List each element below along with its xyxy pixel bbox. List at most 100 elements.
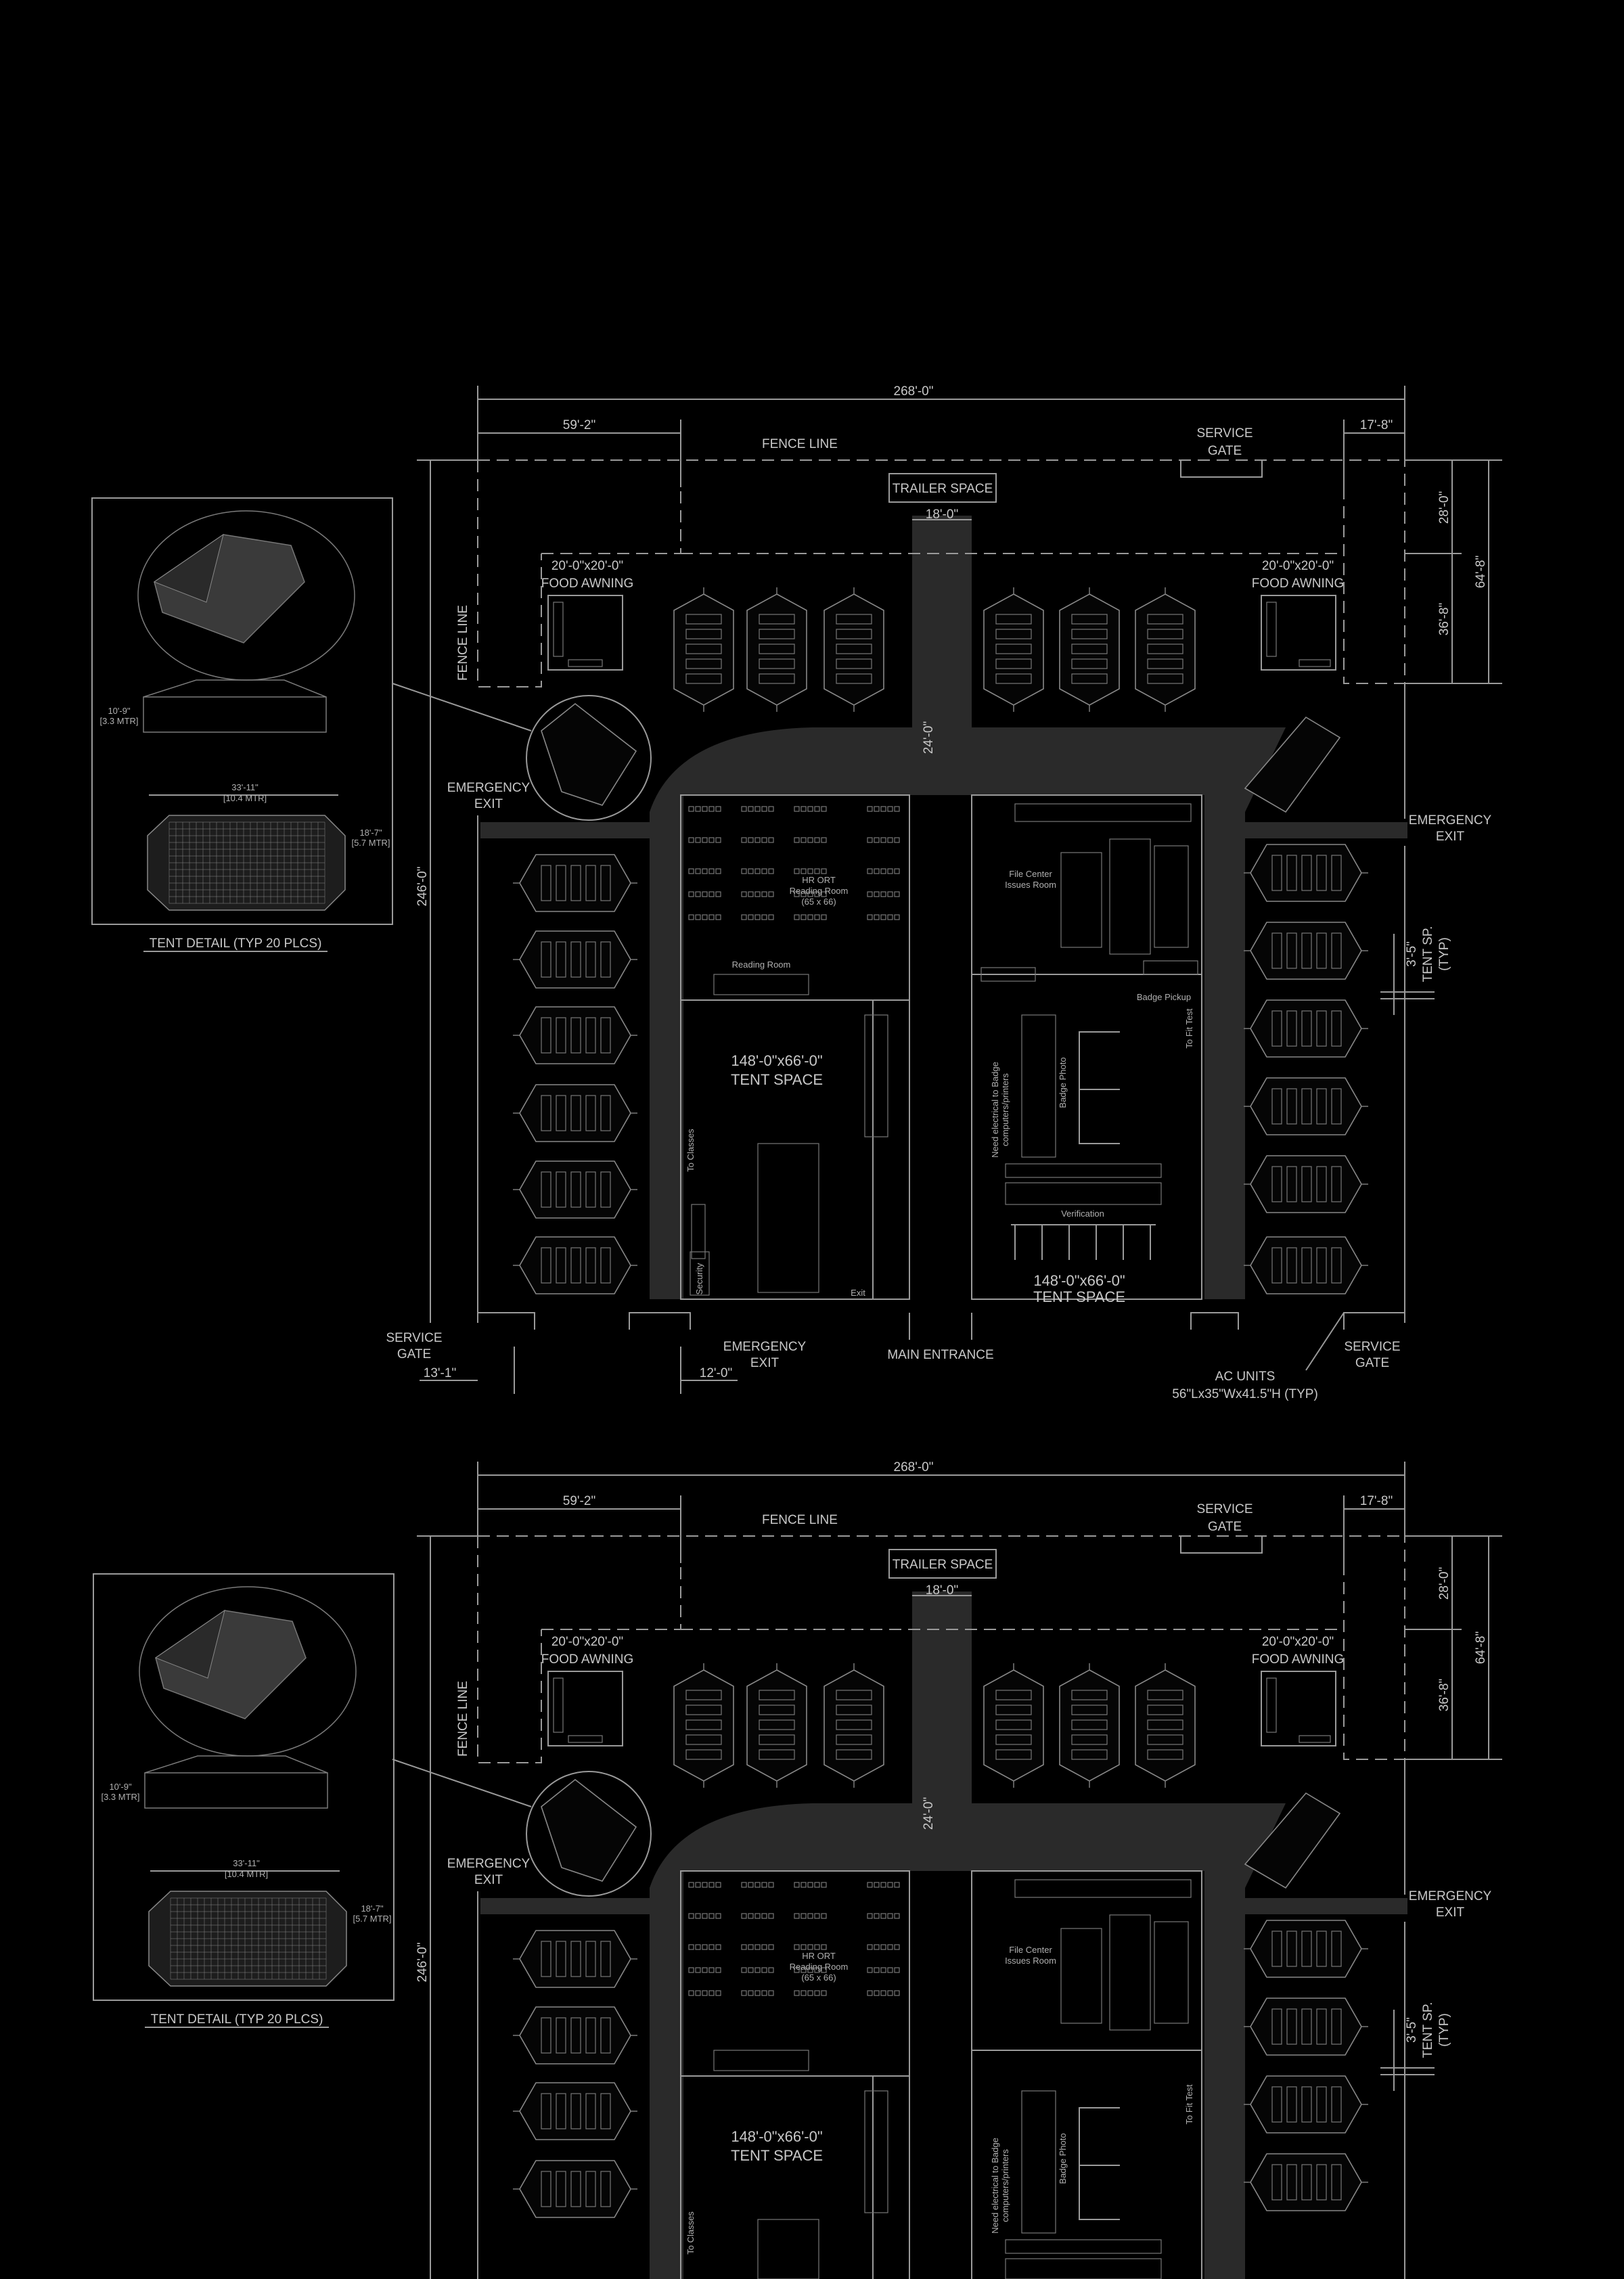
seat [748, 1944, 754, 1950]
tent-table [570, 2017, 581, 2054]
tent-table [1071, 1705, 1108, 1715]
seat [715, 837, 721, 843]
dimension-left: 246'-0" [415, 1535, 478, 2279]
seat [754, 1944, 761, 1950]
seat [702, 1944, 708, 1950]
tent-table [759, 644, 795, 654]
svg-text:EMERGENCY: EMERGENCY [723, 1340, 807, 1354]
seat [807, 868, 813, 874]
seat [761, 1967, 767, 1973]
tent-table [1271, 2008, 1282, 2045]
seat [715, 1944, 721, 1950]
tent [519, 1084, 631, 1142]
food-awning-left: 20'-0"x20'-0" FOOD AWNING [541, 559, 634, 671]
seat [708, 806, 715, 812]
tent-table [1071, 1690, 1108, 1700]
tent-table [585, 1017, 596, 1054]
tent-table [541, 2093, 551, 2129]
seat [867, 914, 873, 920]
tent-table [1301, 1247, 1312, 1284]
seat [880, 1967, 886, 1973]
dim-24: 24'-0" [922, 721, 936, 754]
seat [814, 1882, 820, 1888]
tent [673, 593, 734, 706]
seat [814, 1944, 820, 1950]
seat [814, 914, 820, 920]
tent-table [1301, 1166, 1312, 1202]
seat [741, 914, 747, 920]
trailer-space: TRAILER SPACE 18'-0" [888, 1549, 997, 1598]
seat [715, 868, 721, 874]
seat [748, 837, 754, 843]
seat [688, 1913, 694, 1919]
tent-table [759, 1734, 795, 1745]
seat [867, 806, 873, 812]
seat [887, 1944, 893, 1950]
seat [715, 1990, 721, 1996]
tent-table [995, 629, 1032, 639]
seat [821, 1944, 827, 1950]
tent-table [1301, 1010, 1312, 1047]
svg-text:148'-0"x66'-0": 148'-0"x66'-0" [1033, 1272, 1125, 1289]
tent-table [995, 1749, 1032, 1760]
seat [821, 837, 827, 843]
tent-table [1286, 1247, 1297, 1284]
fence-line: FENCE LINE FENCE LINE [456, 437, 1405, 687]
left-column-tents [513, 854, 637, 1294]
angled-tent-right [1244, 1792, 1341, 1889]
seat [702, 914, 708, 920]
bottom-fence: SERVICE GATE 13'-1" EMERGENCY EXIT 12'-0… [386, 1312, 1405, 1401]
fence-line-label: FENCE LINE [762, 437, 838, 451]
seat [800, 1967, 807, 1973]
seat [807, 891, 813, 897]
seat [761, 891, 767, 897]
seat [761, 806, 767, 812]
seat [807, 1990, 813, 1996]
seat [874, 914, 880, 920]
dim-left: 59'-2" [563, 418, 595, 432]
tent-table [1301, 2164, 1312, 2201]
svg-text:GATE: GATE [1208, 444, 1242, 458]
seat [867, 1882, 873, 1888]
seat [794, 1882, 800, 1888]
tent-table [1316, 2008, 1327, 2045]
svg-text:13'-1": 13'-1" [424, 1366, 456, 1380]
svg-text:SERVICE: SERVICE [1344, 1340, 1400, 1354]
seat [754, 1882, 761, 1888]
tent-table [836, 1749, 872, 1760]
seat [887, 1913, 893, 1919]
tent-table [685, 1719, 722, 1730]
fence-line: FENCE LINE FENCE LINE [456, 1513, 1405, 1763]
tent-table [1331, 932, 1342, 969]
tent-table [541, 1095, 551, 1131]
svg-text:64'-8": 64'-8" [1474, 1631, 1488, 1664]
svg-text:FOOD AWNING: FOOD AWNING [541, 577, 634, 591]
seat [754, 868, 761, 874]
seat [821, 868, 827, 874]
tent-table [836, 644, 872, 654]
seat [741, 891, 747, 897]
seat [708, 891, 715, 897]
svg-text:Reading Room: Reading Room [790, 1962, 849, 1972]
seat [800, 1944, 807, 1950]
tent-table [585, 1171, 596, 1208]
seat [874, 891, 880, 897]
gravel-area [480, 1592, 1407, 2279]
svg-text:10'-9": 10'-9" [109, 1782, 132, 1792]
svg-text:FENCE LINE: FENCE LINE [456, 1681, 470, 1757]
svg-text:20'-0"x20'-0": 20'-0"x20'-0" [1262, 559, 1334, 573]
tent-table [1301, 855, 1312, 891]
seat [715, 806, 721, 812]
tent-table [585, 2171, 596, 2207]
tent-space-left: HR ORT Reading Room (65 x 66) 148'-0"x66… [680, 1870, 910, 2279]
tent [824, 1669, 884, 1782]
left-column-tents [513, 1930, 637, 2218]
hr-ort-label: HR ORT [802, 875, 836, 885]
tent-table [1147, 673, 1183, 684]
svg-text:246'-0": 246'-0" [415, 1943, 430, 1983]
tent [519, 2160, 631, 2218]
callout-circle-tent [392, 683, 652, 821]
svg-text:EXIT: EXIT [1436, 830, 1465, 844]
seat [695, 1882, 701, 1888]
service-gate-top: SERVICE GATE [1180, 426, 1263, 478]
